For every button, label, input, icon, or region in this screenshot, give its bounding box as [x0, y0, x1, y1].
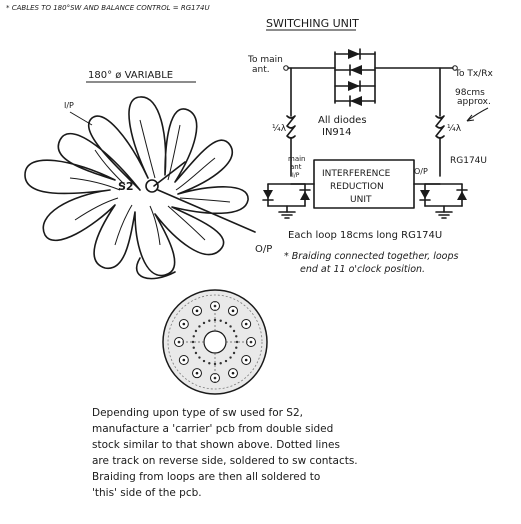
braid-note-2: end at 11 o'clock position.: [300, 264, 425, 275]
pcb-pad-hole: [182, 322, 186, 326]
pcb-via: [191, 340, 195, 344]
caption-line-5: Braiding from loops are then all soldere…: [92, 471, 320, 483]
phase-variable: 180° ø VARIABLE I/P S2 O/P: [24, 70, 272, 280]
switching-unit: SWITCHING UNIT To main ant. To Tx/Rx All…: [247, 17, 493, 219]
iru-ip-label-3: I/P: [292, 172, 300, 179]
right-quarter-wave-label: ¼λ: [447, 124, 462, 134]
length-note-2: approx.: [457, 97, 491, 107]
pcb-reverse-tracks: [178, 300, 252, 382]
variable-ip-label: I/P: [64, 101, 74, 110]
pcb-pad-hole: [182, 358, 186, 362]
iru-label-3: UNIT: [350, 195, 372, 205]
pcb-via: [192, 346, 195, 349]
pcb-via: [232, 351, 236, 355]
op-lead: [157, 189, 256, 233]
iru-label-1: INTERFERENCE: [322, 169, 391, 179]
diode-3: [334, 80, 376, 92]
pointer-arrow: [466, 107, 489, 122]
pcb-via: [229, 356, 232, 359]
variable-title: 180° ø VARIABLE: [88, 70, 173, 81]
to-main-ant-label-2: ant.: [252, 65, 270, 75]
coax-loops: [24, 96, 249, 277]
pcb-pad-hole: [195, 309, 199, 313]
pcb-via: [192, 335, 195, 338]
pcb-via: [229, 325, 232, 328]
tail-loop: [135, 257, 176, 280]
caption-line-1: Depending upon type of sw used for S2,: [92, 407, 303, 419]
caption-line-6: 'this' side of the pcb.: [92, 487, 202, 499]
caption-line-2: manufacture a 'carrier' pcb from double …: [92, 423, 333, 435]
pcb-pad-hole: [244, 322, 248, 326]
pcb-caption: Depending upon type of sw used for S2, m…: [92, 407, 358, 499]
pcb-via: [235, 335, 238, 338]
switch-wiper: [153, 161, 186, 187]
pcb-via: [213, 362, 217, 366]
pcb-via: [213, 318, 217, 322]
variable-op-label: O/P: [255, 244, 272, 255]
loop-note: Each loop 18cms long RG174U: [288, 230, 442, 241]
pcb-pad-hole: [195, 371, 199, 375]
diode-1: [334, 48, 376, 60]
iru-label-2: REDUCTION: [330, 182, 384, 192]
to-main-ant-label-1: To main: [247, 55, 283, 65]
txrx-terminal: [452, 65, 458, 71]
pcb-via: [208, 362, 211, 365]
pcb-center-hole: [203, 330, 227, 354]
iru-ip-label-1: main: [288, 155, 306, 163]
switch-label: S2: [118, 180, 134, 193]
length-note-1: 98cms: [455, 88, 485, 98]
iru-ip-label-2: ant: [290, 163, 302, 171]
to-txrx-label: To Tx/Rx: [454, 69, 493, 79]
pcb-via: [194, 351, 198, 355]
pcb-via: [224, 359, 228, 363]
pcb-pad-hole: [231, 371, 235, 375]
pcb-via: [202, 359, 206, 363]
diodes-note-1: All diodes: [318, 115, 367, 126]
caption-line-3: stock similar to that shown above. Dotte…: [92, 439, 340, 451]
diode-4: [334, 95, 376, 107]
caption-line-4: are track on reverse side, soldered to s…: [92, 455, 358, 467]
iru-op-label: O/P: [414, 167, 428, 176]
carrier-pcb: [162, 289, 268, 395]
right-quarter-wave-coil: [435, 115, 445, 139]
pcb-via: [235, 346, 238, 349]
pcb-via: [198, 325, 201, 328]
diode-2: [334, 64, 376, 76]
pcb-pad-hole: [231, 309, 235, 313]
pcb-via: [235, 340, 239, 344]
left-quarter-wave-coil: [286, 115, 296, 139]
cable-type-label: RG174U: [450, 156, 487, 166]
pcb-via: [194, 329, 198, 333]
pcb-pad-hole: [244, 358, 248, 362]
pcb-via: [224, 321, 228, 325]
diode-bridge: [334, 48, 376, 107]
diodes-note-2: IN914: [322, 127, 352, 138]
pcb-via: [219, 362, 222, 365]
left-clamp-diodes: [262, 183, 311, 219]
right-clamp-diodes: [419, 183, 468, 219]
left-quarter-wave-label: ¼λ: [272, 124, 287, 134]
pcb-via: [202, 321, 206, 325]
pcb-via: [219, 319, 222, 322]
header-note: * CABLES TO 180°SW AND BALANCE CONTROL =…: [6, 4, 210, 12]
pcb-via: [198, 356, 201, 359]
braid-note-1: * Braiding connected together, loops: [284, 251, 459, 262]
switch-center: [145, 179, 159, 193]
pcb-via: [208, 319, 211, 322]
switching-unit-title: SWITCHING UNIT: [266, 17, 359, 30]
pcb-via: [232, 329, 236, 333]
